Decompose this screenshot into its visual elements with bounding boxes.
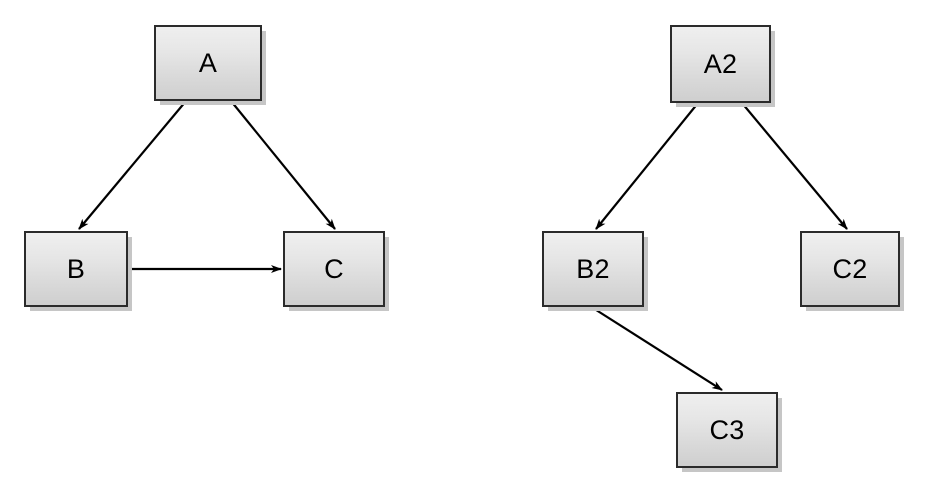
edge-a2-to-b2[interactable]: [595, 102, 699, 230]
edge-a-to-c[interactable]: [230, 100, 336, 230]
node-c3[interactable]: C3: [676, 392, 778, 468]
node-label: A2: [703, 48, 738, 79]
node-c[interactable]: C: [283, 231, 385, 307]
node-label: C2: [832, 253, 868, 284]
node-label: C: [324, 253, 344, 284]
node-c2[interactable]: C2: [800, 231, 900, 307]
node-a[interactable]: A: [154, 25, 262, 101]
node-a2[interactable]: A2: [670, 25, 771, 103]
node-label: C3: [709, 414, 745, 445]
node-label: B: [66, 253, 86, 284]
edge-b2-to-c3[interactable]: [592, 307, 723, 391]
node-label: A: [198, 47, 218, 78]
edge-a-to-b[interactable]: [78, 100, 187, 230]
node-b[interactable]: B: [24, 231, 128, 307]
node-label: B2: [576, 253, 610, 284]
edge-a2-to-c2[interactable]: [741, 102, 848, 230]
node-b2[interactable]: B2: [542, 231, 644, 307]
